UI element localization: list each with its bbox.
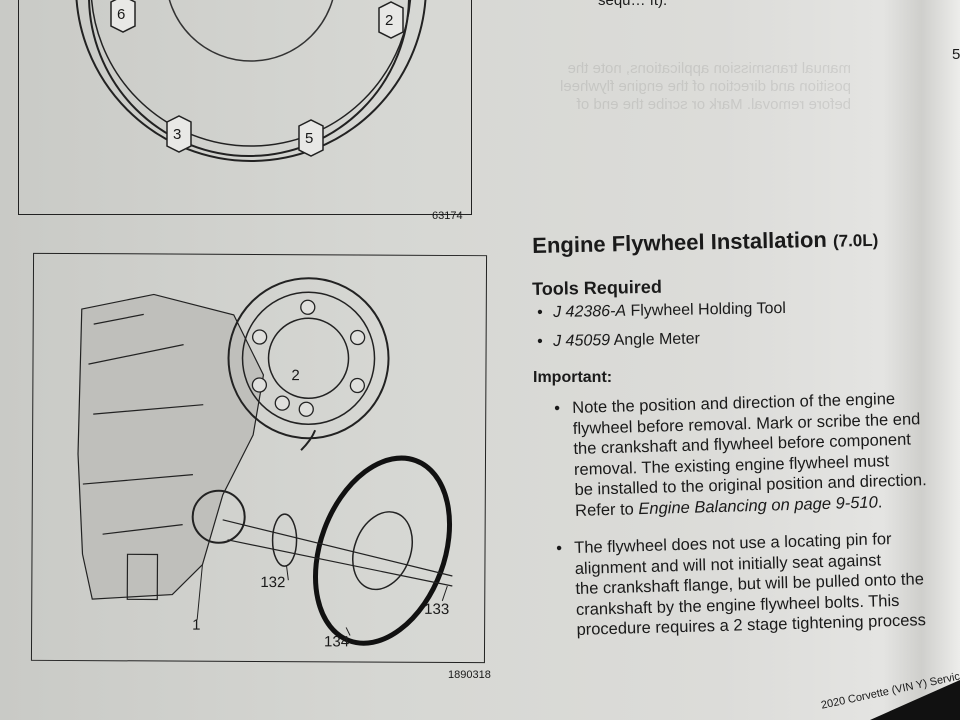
background-shadow <box>870 680 960 720</box>
tool-code: J 42386-A <box>553 302 627 321</box>
tool-name: Angle Meter <box>613 330 701 349</box>
callout-132: 132 <box>260 574 286 592</box>
bolt-2 <box>378 1 404 39</box>
figure-number: 63174 <box>432 210 463 222</box>
section-title: Engine Flywheel Installation (7.0L) <box>532 226 879 259</box>
ref-prefix: Refer to <box>574 499 639 520</box>
callout-133: 133 <box>424 600 450 618</box>
bolt-5 <box>298 119 324 157</box>
important-note: • The flywheel does not use a locating p… <box>556 530 927 639</box>
bleed-through-text: manual transmission applications, note t… <box>560 60 852 113</box>
important-note: • Note the position and direction of the… <box>554 389 927 520</box>
flywheel-exploded-figure: 2 132 1 133 134 <box>30 252 488 664</box>
bolt-label-5: 5 <box>305 130 314 147</box>
bolt-3 <box>166 115 192 153</box>
callout-2: 2 <box>291 367 300 385</box>
tool-item: •J 45059 Angle Meter <box>537 330 701 351</box>
important-heading: Important: <box>533 369 613 386</box>
bolt-6 <box>110 0 136 33</box>
ref-suffix: . <box>877 492 883 511</box>
flywheel-bolt-diagram <box>75 0 427 162</box>
tool-item: •J 42386-A Flywheel Holding Tool <box>537 299 786 322</box>
figure-number: 1890318 <box>448 669 491 681</box>
bolt-label-6: 6 <box>117 6 126 23</box>
section-title-suffix: (7.0L) <box>832 230 879 251</box>
edge-text-fragment: 5 <box>952 46 960 63</box>
bolt-label-2: 2 <box>385 12 394 29</box>
bolt-label-3: 3 <box>173 126 182 143</box>
bolt-sequence-figure: 6 2 3 5 <box>18 0 472 215</box>
tool-name: Flywheel Holding Tool <box>630 299 786 320</box>
section-title-text: Engine Flywheel Installation <box>532 226 828 258</box>
callout-134: 134 <box>323 633 350 651</box>
tools-heading: Tools Required <box>532 276 663 299</box>
callout-1: 1 <box>192 616 201 634</box>
top-text-fragment: sequ… ft). <box>598 0 668 9</box>
engine-flywheel-diagram <box>77 277 453 646</box>
tool-code: J 45059 <box>553 332 611 350</box>
